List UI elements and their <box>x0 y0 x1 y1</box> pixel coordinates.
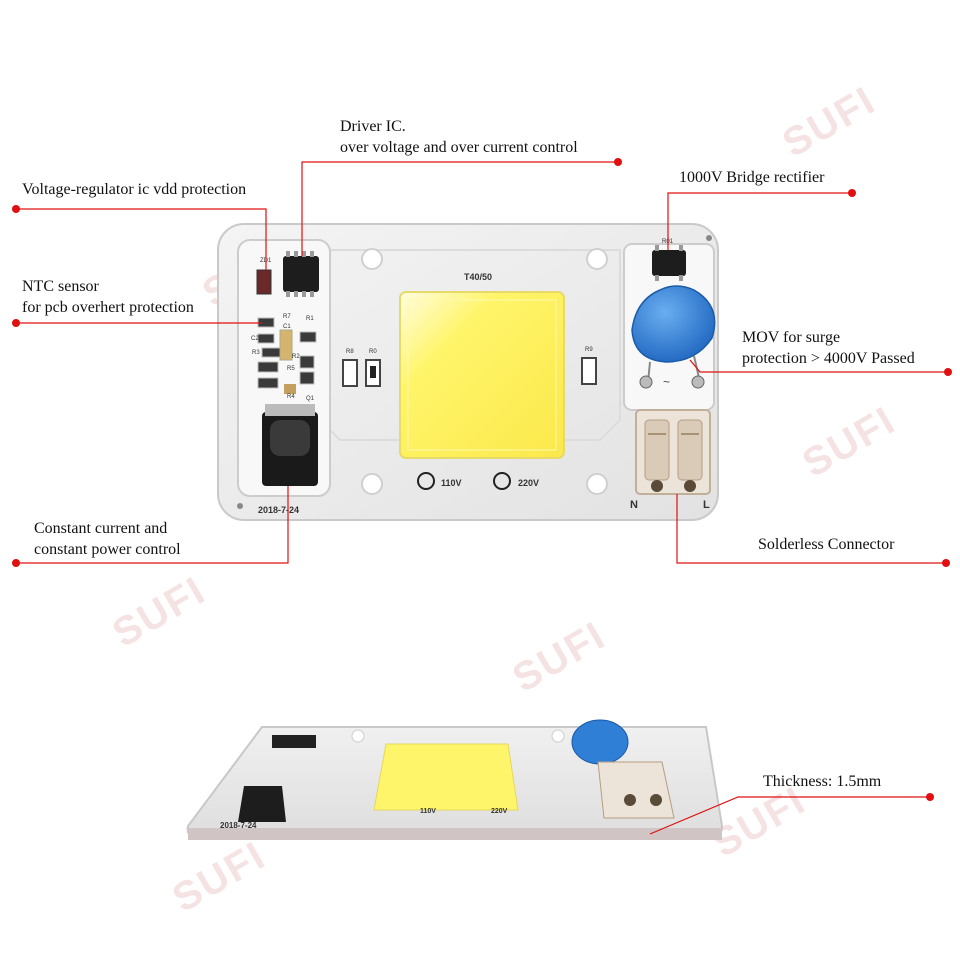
constant-current-label: Constant current and constant power cont… <box>34 518 181 560</box>
mov-title: MOV for surge <box>742 329 841 346</box>
mount-hole <box>361 473 383 495</box>
bridge-rectifier-label: 1000V Bridge rectifier <box>679 169 825 186</box>
mov-desc: protection > 4000V Passed <box>742 350 915 367</box>
led-chip <box>399 291 565 459</box>
driver-ic-desc: over voltage and over current control <box>340 139 578 156</box>
solderless-connector-label: Solderless Connector <box>758 536 895 553</box>
driver-ic-label: Driver IC. over voltage and over current… <box>340 116 578 158</box>
ntc-sensor-label: NTC sensor for pcb overhert protection <box>22 276 194 318</box>
bridge-rectifier <box>652 250 686 276</box>
mov-label: MOV for surge protection > 4000V Passed <box>742 327 915 369</box>
constant-current-title: Constant current and <box>34 520 168 537</box>
voltage-regulator-label: Voltage-regulator ic vdd protection <box>22 181 247 198</box>
constant-current-desc: constant power control <box>34 541 181 558</box>
ntc-sensor-desc: for pcb overhert protection <box>22 299 194 316</box>
svg-text:~: ~ <box>663 375 670 389</box>
ntc-sensor-title: NTC sensor <box>22 278 99 295</box>
mov-varistor <box>631 285 716 363</box>
side-110v-label: 110V <box>420 808 436 815</box>
thickness-label: Thickness: 1.5mm <box>763 773 882 790</box>
side-date-label: 2018-7-24 <box>220 821 257 830</box>
side-220v-label: 220V <box>491 808 508 815</box>
driver-ic-title: Driver IC. <box>340 118 406 135</box>
zener-diode <box>256 269 272 295</box>
driver-ic <box>283 256 319 292</box>
mount-hole <box>586 473 608 495</box>
